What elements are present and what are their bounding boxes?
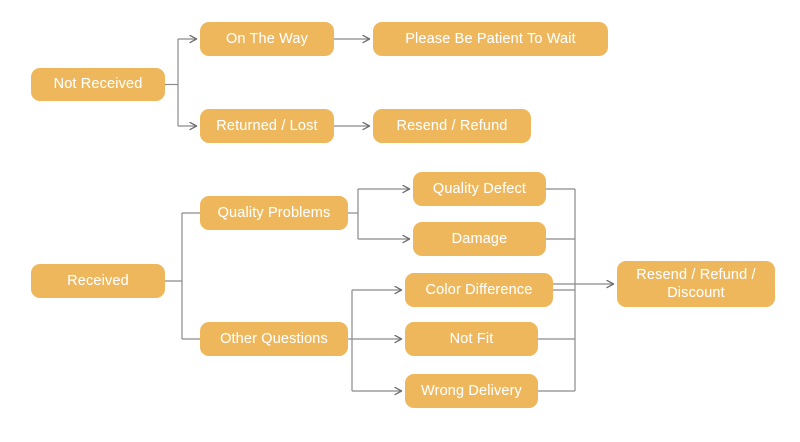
node-damage-label: Damage (451, 230, 508, 247)
node-on-the-way[interactable]: On The Way (200, 22, 334, 56)
node-not-fit[interactable]: Not Fit (405, 322, 538, 356)
node-quality-problems[interactable]: Quality Problems (200, 196, 348, 230)
node-quality-defect-label: Quality Defect (432, 180, 527, 197)
node-returned-lost-label: Returned / Lost (216, 117, 318, 134)
node-not-fit-label: Not Fit (449, 330, 494, 347)
node-please-be-patient-to-wait[interactable]: Please Be Patient To Wait (373, 22, 608, 56)
node-not-received-label: Not Received (53, 76, 143, 93)
node-quality-defect[interactable]: Quality Defect (413, 172, 546, 206)
node-resend-refund-discount[interactable]: Resend / Refund / Discount (617, 261, 775, 307)
node-not-received[interactable]: Not Received (31, 68, 165, 101)
node-resend-refund-discount-label: Resend / Refund / Discount (636, 266, 756, 301)
node-please-be-patient-to-wait-label: Please Be Patient To Wait (405, 30, 576, 47)
node-received-label: Received (67, 272, 129, 289)
node-color-difference-label: Color Difference (425, 281, 533, 298)
node-quality-problems-label: Quality Problems (217, 204, 331, 221)
node-wrong-delivery[interactable]: Wrong Delivery (405, 374, 538, 408)
node-resend-refund[interactable]: Resend / Refund (373, 109, 531, 143)
node-damage[interactable]: Damage (413, 222, 546, 256)
node-other-questions[interactable]: Other Questions (200, 322, 348, 356)
node-received[interactable]: Received (31, 264, 165, 298)
node-color-difference[interactable]: Color Difference (405, 273, 553, 307)
node-resend-refund-label: Resend / Refund (396, 117, 508, 134)
node-returned-lost[interactable]: Returned / Lost (200, 109, 334, 143)
node-other-questions-label: Other Questions (220, 330, 328, 347)
node-wrong-delivery-label: Wrong Delivery (421, 382, 522, 399)
node-on-the-way-label: On The Way (225, 30, 309, 47)
